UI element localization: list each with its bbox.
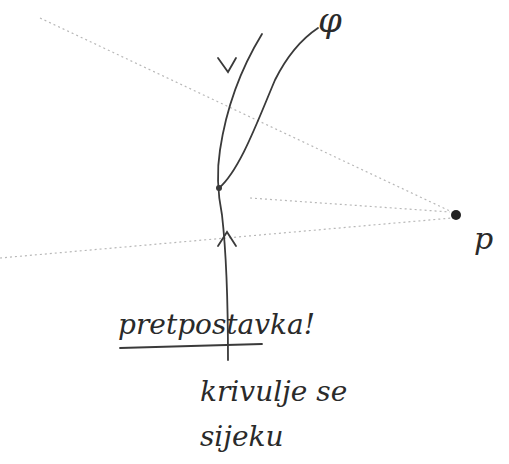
- point-label: p: [474, 222, 493, 255]
- phi-label: φ: [318, 2, 342, 39]
- intersection-dot: [216, 185, 222, 191]
- arrowhead: [218, 58, 236, 72]
- note-text: krivulje se sijeku: [200, 370, 350, 460]
- arrowhead: [218, 232, 236, 246]
- curve-phi: [219, 28, 318, 188]
- note-text: pretpostavka!: [118, 310, 315, 341]
- dotted-ray: [250, 198, 450, 212]
- dotted-ray: [40, 18, 452, 212]
- point-p: [451, 210, 461, 220]
- underline: [120, 344, 262, 348]
